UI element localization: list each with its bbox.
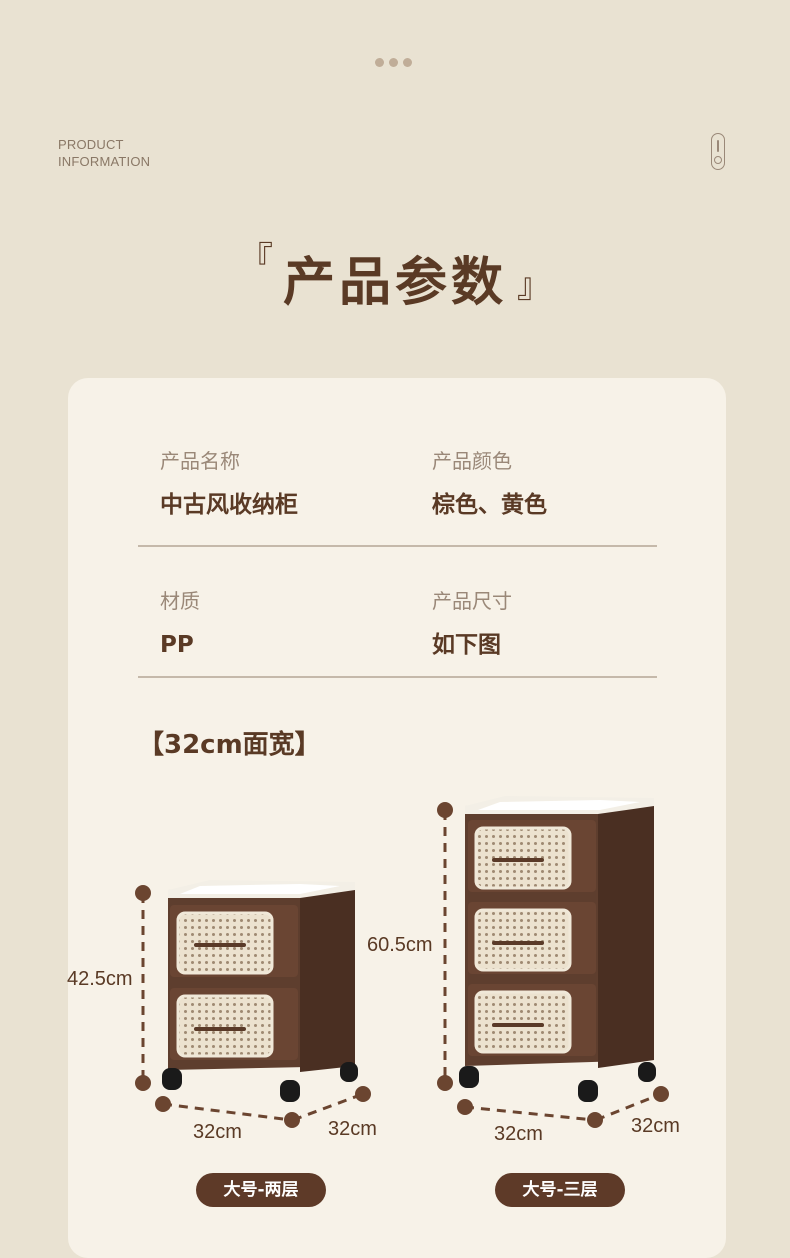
title-text: 产品参数 — [282, 253, 507, 313]
toggle-icon — [711, 133, 725, 170]
two-tier-dimension-lines — [141, 894, 364, 1122]
title-bracket-right: 』 — [517, 266, 551, 306]
spec-product-name: 产品名称 中古风收纳柜 — [160, 449, 298, 518]
three-tier-height: 60.5cm — [367, 934, 433, 956]
section-label: PRODUCT INFORMATION — [58, 136, 150, 170]
two-tier-dimension-dots — [135, 885, 371, 1128]
divider — [138, 676, 657, 678]
title-bracket-left: 『 — [238, 240, 273, 280]
product-tag-two-tier: 大号-两层 — [196, 1173, 326, 1207]
three-tier-cabinet — [459, 796, 656, 1102]
divider — [138, 545, 657, 547]
spec-product-color: 产品颜色 棕色、黄色 — [432, 449, 547, 518]
section-label-line2: INFORMATION — [58, 154, 151, 169]
three-tier-width: 32cm — [494, 1123, 543, 1145]
three-tier-dimension-lines — [443, 811, 662, 1122]
three-tier-dimension-dots — [437, 802, 669, 1128]
two-tier-width: 32cm — [193, 1121, 242, 1143]
spec-product-size: 产品尺寸 如下图 — [432, 589, 512, 658]
width-label: 【32cm面宽】 — [138, 730, 321, 760]
two-tier-height: 42.5cm — [67, 968, 133, 990]
spec-material: 材质 PP — [160, 589, 200, 658]
section-label-line1: PRODUCT — [58, 137, 124, 152]
two-tier-depth: 32cm — [328, 1118, 377, 1140]
product-tag-three-tier: 大号-三层 — [495, 1173, 625, 1207]
three-tier-depth: 32cm — [631, 1115, 680, 1137]
two-tier-cabinet — [162, 880, 358, 1102]
carousel-dots — [375, 58, 412, 67]
page-title: 『产品参数』 — [0, 240, 790, 315]
